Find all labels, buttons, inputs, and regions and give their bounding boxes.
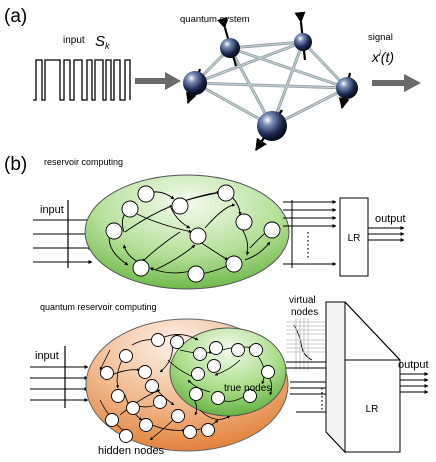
quantum-system-label: quantum system bbox=[180, 14, 250, 25]
qrc-lr-label: LR bbox=[366, 404, 379, 415]
virtual-node-lines bbox=[286, 318, 330, 370]
signal-symbol: xi(t) bbox=[371, 49, 394, 65]
hidden-nodes bbox=[100, 333, 215, 443]
virtual-label-2: nodes bbox=[291, 307, 318, 318]
input-symbol: Sk bbox=[95, 33, 110, 51]
spin-bottom bbox=[254, 109, 287, 152]
true-nodes bbox=[189, 341, 275, 405]
qrc-output-arrows bbox=[400, 372, 429, 394]
panel-b-label: (b) bbox=[4, 154, 27, 175]
signal-sup: i bbox=[379, 49, 381, 58]
rc-input-label: input bbox=[40, 204, 64, 216]
arrow-signal-out bbox=[372, 74, 421, 92]
signal-arg: (t) bbox=[381, 49, 394, 65]
qrc-input-arrows bbox=[30, 365, 89, 402]
signal-label: signal bbox=[368, 32, 393, 43]
qrc-lr-box bbox=[325, 301, 401, 454]
rc-output-label: output bbox=[375, 213, 406, 225]
input-subscript: k bbox=[105, 41, 110, 51]
rc-input-arrows bbox=[33, 218, 93, 264]
rc-title: reservoir computing bbox=[44, 157, 123, 167]
spin-top-right bbox=[294, 11, 312, 61]
rc-output-arrows bbox=[368, 226, 405, 242]
qrc-input-label: input bbox=[35, 350, 59, 362]
input-square-wave bbox=[33, 59, 131, 101]
true-nodes-label: true nodes bbox=[224, 383, 271, 394]
rc-readout-arrows bbox=[283, 200, 337, 266]
rc-reservoir-nodes bbox=[105, 184, 281, 283]
spin-left bbox=[183, 68, 207, 105]
qrc-title: quantum reservoir computing bbox=[40, 302, 157, 312]
spin-right bbox=[336, 72, 358, 110]
qrc-output-label: output bbox=[398, 359, 429, 371]
virtual-label-1: virtual bbox=[289, 295, 316, 306]
rc-lr-label: LR bbox=[348, 233, 361, 244]
arrow-to-system bbox=[135, 72, 181, 90]
panel-a-label: (a) bbox=[4, 6, 27, 27]
panel-a-input-label: input bbox=[63, 35, 85, 46]
hidden-nodes-label: hidden nodes bbox=[98, 445, 165, 457]
rc-lr-box bbox=[339, 197, 369, 277]
spin-top-left bbox=[216, 16, 240, 67]
